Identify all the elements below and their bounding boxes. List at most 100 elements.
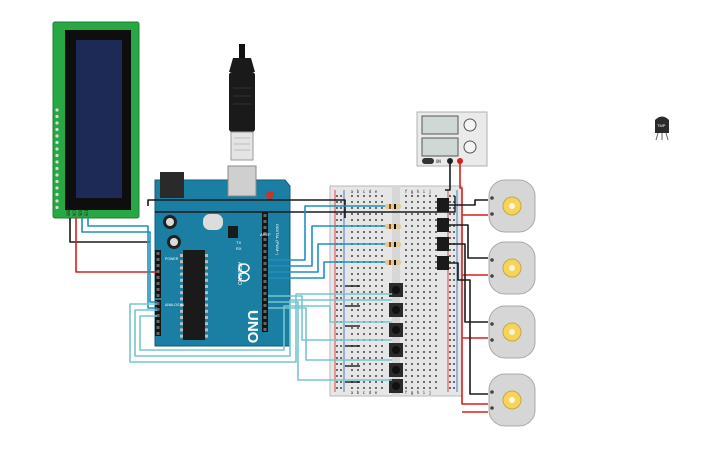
lcd-pin <box>55 179 59 184</box>
breadboard-column-letter: g <box>411 390 414 395</box>
dc-motor-4[interactable] <box>488 373 536 427</box>
wire-pwm-1 <box>268 205 385 261</box>
lcd-pin <box>55 192 59 197</box>
dc-motor-3[interactable] <box>488 305 536 359</box>
lcd-pin <box>55 166 59 171</box>
lcd-pin <box>55 114 59 119</box>
lcd-pin <box>55 173 59 177</box>
breadboard-column-letter: h <box>417 390 420 395</box>
resistor-2 <box>385 224 401 229</box>
push-buttons[interactable] <box>389 283 403 393</box>
lcd-pin <box>55 108 59 112</box>
lcd-screen <box>76 40 122 198</box>
breadboard-column-letter: i <box>423 189 426 194</box>
breadboard-column-letter: a <box>351 390 354 395</box>
resistor-4 <box>385 260 401 265</box>
wire-psu-positive <box>459 161 488 405</box>
reset-button[interactable] <box>266 191 274 199</box>
breadboard-column-letter: b <box>357 189 360 194</box>
dc-motors[interactable] <box>488 179 536 427</box>
wire-btn-1 <box>129 293 392 363</box>
wire-psu-negative <box>445 161 451 191</box>
wire-btn-3 <box>139 305 392 351</box>
lcd-pin <box>55 153 59 158</box>
voltage-display <box>421 115 459 135</box>
lcd-pin-label-vcc: VCC <box>72 208 77 216</box>
wire-gnd-bb <box>147 199 346 218</box>
arduino-infinity-icon <box>238 263 250 282</box>
breadboard-column-letter: h <box>417 189 420 194</box>
wire-pwm-4 <box>268 261 385 279</box>
lcd-pin-label-scl: SCL <box>84 208 89 216</box>
breadboard-column-letter: d <box>369 390 372 395</box>
resistor-1 <box>385 204 401 209</box>
atmega-chip <box>183 250 205 340</box>
lcd-pin <box>55 186 59 190</box>
transistors <box>437 198 449 270</box>
lcd-pin <box>55 134 59 138</box>
wire-pwm-2 <box>268 225 385 267</box>
wire-lcd-gnd <box>69 218 150 243</box>
uno-text: UNO <box>244 310 261 344</box>
push-button-1[interactable] <box>389 283 403 297</box>
wire-pwm-3 <box>268 243 385 273</box>
power-switch-label: ON <box>436 159 441 164</box>
usb-port <box>227 165 257 197</box>
power-switch[interactable] <box>422 158 434 164</box>
power-label: POWER <box>165 257 179 261</box>
lcd-pin <box>55 199 59 203</box>
wire-lcd-sda <box>81 218 157 303</box>
tx-label: TX <box>236 240 241 245</box>
lcd-module[interactable]: GND VCC SDA SCL <box>52 21 140 219</box>
dc-motor-2[interactable] <box>488 241 536 295</box>
analog-header <box>155 300 161 336</box>
lcd-pin-label-gnd: GND <box>66 208 71 216</box>
transistor-4 <box>437 256 449 270</box>
resistor-3 <box>385 242 401 247</box>
lcd-pin <box>55 205 59 210</box>
usb-cable[interactable] <box>229 44 255 161</box>
wire-btn-4 <box>268 295 392 341</box>
temperature-sensor[interactable]: TMP <box>655 116 669 141</box>
power-supply[interactable]: ON <box>416 111 488 167</box>
analog-label: ANALOG IN <box>165 303 185 307</box>
lcd-pin <box>55 140 59 145</box>
resistors <box>385 204 401 265</box>
breadboard-column-letter: f <box>405 390 408 395</box>
transistor-2 <box>437 218 449 232</box>
arduino-uno-board[interactable]: UNO ARDUINO DIGITAL (PWM~) AREF TX RX PO… <box>154 165 291 347</box>
breadboard-column-letter: f <box>405 189 408 194</box>
lcd-pin <box>55 160 59 164</box>
crystal <box>203 214 223 230</box>
dc-motor-1[interactable] <box>488 179 536 233</box>
breadboard-column-letter: a <box>351 189 354 194</box>
transistor-1 <box>437 198 449 212</box>
breadboard-column-letter: e <box>375 189 378 194</box>
lcd-pin <box>55 121 59 125</box>
arduino-brand-text: ARDUINO <box>236 262 242 285</box>
dc-jack <box>160 172 184 198</box>
breadboard-column-letter: i <box>423 390 426 395</box>
push-button-6[interactable] <box>389 379 403 393</box>
breadboard-column-letter: g <box>411 189 414 194</box>
breadboard-column-letter: c <box>363 189 366 194</box>
lcd-pin <box>55 147 59 151</box>
push-button-5[interactable] <box>389 363 403 377</box>
wire-btn-2 <box>134 299 392 357</box>
breadboard-column-letter: d <box>369 189 372 194</box>
power-header <box>155 250 161 298</box>
breadboard-column-letter: b <box>357 390 360 395</box>
breadboard-column-letter: c <box>363 390 366 395</box>
voltage-knob[interactable] <box>463 118 477 132</box>
push-button-2[interactable] <box>389 303 403 317</box>
digital-header <box>262 212 268 332</box>
current-knob[interactable] <box>463 140 477 154</box>
push-button-3[interactable] <box>389 323 403 337</box>
transistor-3 <box>437 237 449 251</box>
breadboard-column-letter: j <box>429 189 431 194</box>
push-button-4[interactable] <box>389 343 403 357</box>
breadboard-column-letter: e <box>375 390 378 395</box>
wire-lcd-scl <box>87 218 157 309</box>
wire-btn-6 <box>268 307 392 361</box>
